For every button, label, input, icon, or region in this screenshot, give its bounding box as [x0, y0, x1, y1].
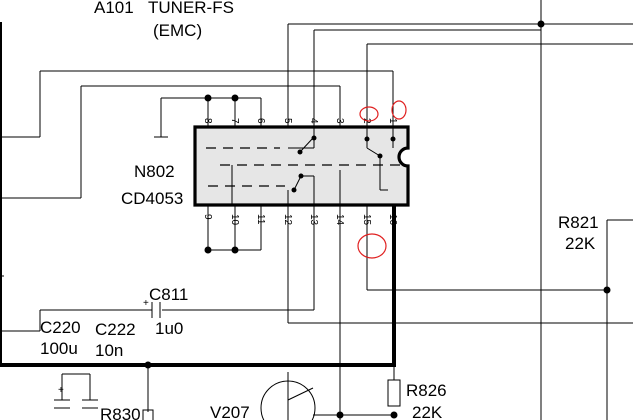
pin-number: 12 — [282, 214, 293, 226]
c220-ref: C220 — [40, 318, 81, 337]
pin-number: 3 — [334, 118, 345, 124]
annotation-circle-pin-15 — [357, 233, 387, 259]
pin-number: 7 — [229, 118, 240, 124]
module-name: TUNER-FS — [148, 0, 234, 17]
annotation-circle-pin-2 — [359, 106, 379, 122]
c220-value: 100u — [40, 339, 78, 358]
r821-value: 22K — [565, 234, 596, 253]
module-designator: A101 — [94, 0, 134, 17]
ic-part-number: CD4053 — [121, 189, 183, 208]
junction-dots — [144, 20, 611, 419]
r830-ref: R830 — [100, 405, 141, 420]
c811-polarity: + — [143, 298, 149, 309]
pin-number: 13 — [308, 214, 319, 226]
pin-number: 14 — [334, 214, 345, 226]
ic-designator: N802 — [134, 162, 175, 181]
v207-ref: V207 — [210, 403, 250, 420]
pin-number: 9 — [202, 214, 213, 220]
c811-ref: C811 — [149, 285, 188, 304]
pin-number: 10 — [229, 214, 240, 226]
pin-number: 11 — [255, 214, 266, 225]
red-annotations — [357, 100, 407, 259]
annotation-circle-pin-1 — [391, 100, 407, 120]
pin-number: 15 — [361, 214, 372, 226]
c222-ref: C222 — [95, 320, 136, 339]
pin-number: 6 — [255, 118, 266, 124]
r821-ref: R821 — [558, 213, 599, 232]
resistor-r830-symbol — [142, 409, 154, 420]
ic-n802 — [193, 125, 410, 207]
module-note: (EMC) — [153, 21, 202, 40]
c220-polarity: + — [58, 385, 64, 396]
pin-number: 4 — [308, 118, 319, 124]
pin-number: 5 — [282, 118, 293, 124]
ground-rails — [0, 22, 396, 367]
c222-value: 10n — [95, 341, 123, 360]
r826-value: 22K — [412, 403, 443, 420]
capacitor-c220-symbol: + — [54, 385, 70, 409]
capacitor-c222-symbol — [82, 399, 98, 409]
resistor-r826-symbol — [387, 379, 401, 407]
pin-number: 8 — [202, 118, 213, 124]
ic-body — [193, 125, 410, 207]
pin-number: 1 — [387, 118, 398, 124]
capacitor-c811-symbol: + — [143, 298, 161, 318]
ic-bottom-pin-numbers: 9 10 11 12 13 14 15 16 — [202, 214, 398, 226]
transistor-v207-symbol — [260, 372, 316, 420]
c811-value: 1u0 — [155, 319, 183, 338]
pin-number: 16 — [387, 214, 398, 226]
r826-ref: R826 — [406, 381, 447, 400]
